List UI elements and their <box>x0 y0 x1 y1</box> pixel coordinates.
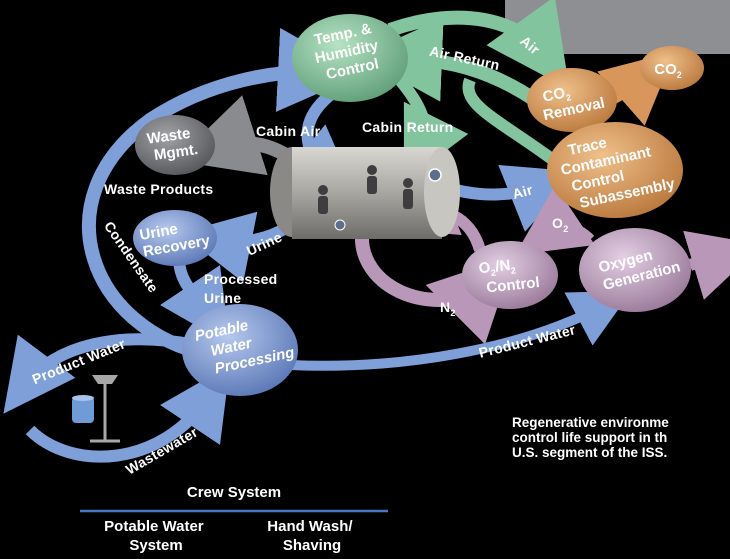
condensate-arrow <box>82 27 362 362</box>
co2-removal-node: CO2 Removal <box>527 68 617 132</box>
waste-line-1: Waste <box>146 125 192 148</box>
product-water-left-arrow <box>3 333 197 414</box>
caption-line-1: Regenerative environme <box>512 415 669 430</box>
co2-removal-co: CO <box>541 84 567 105</box>
svg-text:O2/N2 Control: O2/N2 Control <box>478 254 541 297</box>
co2-removal-sub: 2 <box>565 92 572 103</box>
product-water-right-label: Product Water <box>477 321 577 361</box>
oxygen-generation-node: Oxygen Generation <box>579 228 691 312</box>
cabin-return-label: Cabin Return <box>362 119 454 135</box>
diagram-caption: Regenerative environme control life supp… <box>512 415 673 460</box>
co2-node: CO2 <box>640 46 704 90</box>
waste-line-2: Mgmt. <box>153 141 199 164</box>
hand-wash-line-1: Hand Wash/ <box>267 518 353 535</box>
air-tcs-label: Air <box>511 181 535 202</box>
product-water-right-arrow <box>289 290 632 371</box>
caption-line-3: U.S. segment of the ISS. <box>512 445 667 460</box>
hand-wash-line-2: Shaving <box>283 537 341 554</box>
urine-line-1: Urine <box>138 221 179 244</box>
iss-module <box>270 147 460 239</box>
processed-urine-label: Processed Urine <box>204 271 282 306</box>
o2-label: O2 <box>552 215 569 234</box>
n2-label: N2 <box>440 299 456 318</box>
n2-sub: 2 <box>450 308 455 318</box>
potable-system-line-1: Potable Water <box>104 518 204 535</box>
o2n2-o: O <box>478 259 492 277</box>
temp-humidity-node: Temp. & Humidity Control <box>292 14 408 102</box>
processed-urine-line-1: Processed <box>204 271 278 287</box>
potable-water-system-label: Potable Water System <box>104 518 208 554</box>
processed-urine-line-2: Urine <box>204 290 241 306</box>
caption-line-2: control life support in th <box>512 430 667 445</box>
o2-o: O <box>552 215 563 231</box>
hand-wash-label: Hand Wash/ Shaving <box>267 518 356 554</box>
water-container-icon <box>72 397 94 423</box>
tcs-return-arrow <box>462 77 564 170</box>
o2-sub: 2 <box>563 224 568 234</box>
wastewater-arrow <box>25 365 230 463</box>
co2-sub: 2 <box>677 70 682 80</box>
cabin-air-label: Cabin Air <box>256 123 321 139</box>
svg-text:Waste Mgmt.: Waste Mgmt. <box>146 124 199 164</box>
cabin-return-arrow <box>395 76 469 183</box>
waste-mgmt-node: Waste Mgmt. <box>135 115 215 175</box>
o2n2-label: Control <box>486 274 541 296</box>
o2n2-sub-1: 2 <box>490 267 496 277</box>
o2n2-n: /N <box>494 257 511 275</box>
o2n2-control-node: O2/N2 Control <box>462 241 558 309</box>
crew-system-label: Crew System <box>187 484 281 501</box>
trace-contaminant-node: Trace Contaminant Control Subassembly <box>547 122 683 218</box>
co2-label: CO <box>654 61 677 78</box>
crew-figures <box>318 165 413 214</box>
n2-n: N <box>440 299 450 315</box>
svg-text:CO2: CO2 <box>654 61 682 80</box>
potable-water-processing-node: Potable Water Processing <box>182 304 298 396</box>
o2-arrow <box>515 185 595 255</box>
urine-recovery-node: Urine Recovery <box>133 210 217 266</box>
waste-products-label: Waste Products <box>104 181 213 197</box>
o2n2-sub-2: 2 <box>510 265 516 275</box>
crew-system-icons <box>72 375 120 443</box>
potable-system-line-2: System <box>129 537 182 554</box>
oxygen-out-arrow <box>683 230 730 300</box>
air-return-arrow <box>358 17 539 106</box>
